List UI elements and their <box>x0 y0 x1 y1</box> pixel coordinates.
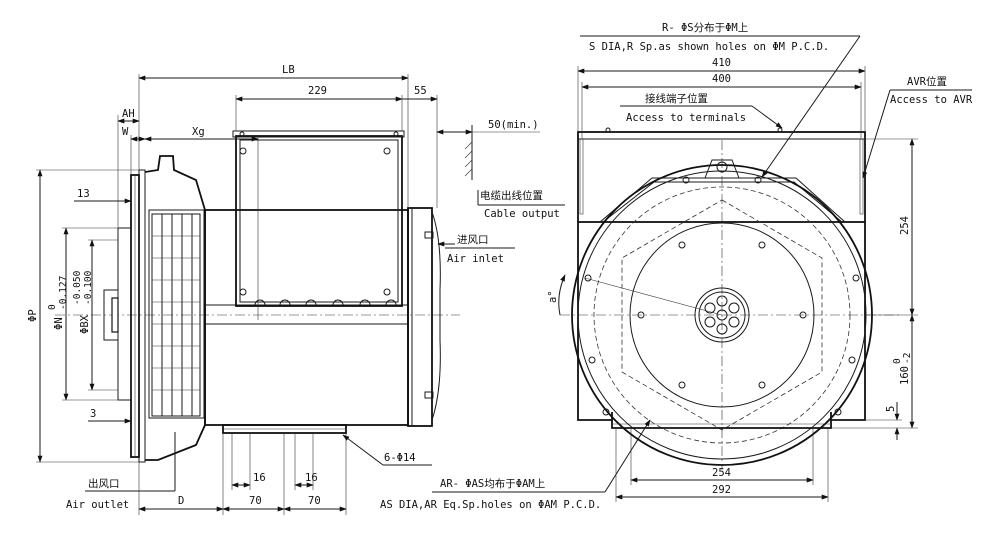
front-feet <box>611 420 832 429</box>
label-avr-cn: AVR位置 <box>907 75 947 88</box>
dim-d: D <box>178 495 184 507</box>
dim-254-horizontal: 254 <box>712 467 731 479</box>
label-air-outlet-en: Air outlet <box>66 499 129 511</box>
front-view: 410 400 R- ΦS分布于ΦM上 S DIA,R Sp.as shown … <box>380 22 973 511</box>
dim-lb: LB <box>282 64 295 76</box>
label-top-holes-cn: R- ΦS分布于ΦM上 <box>662 22 748 34</box>
label-bottom-holes-cn: AR- ΦAS均布于ΦAM上 <box>440 478 545 490</box>
dim-400: 400 <box>712 73 731 85</box>
dim-410: 410 <box>712 57 731 69</box>
label-avr-en: Access to AVR <box>890 94 973 106</box>
air-outlet-grille <box>151 213 201 417</box>
terminal-box <box>232 130 405 307</box>
fan-housing <box>144 155 206 461</box>
dim-phi-p: ΦP <box>27 309 39 322</box>
label-terminals-en: Access to terminals <box>626 112 746 124</box>
dim-phi-bx-tol-dn: -0.100 <box>83 270 94 305</box>
front-bolts <box>584 127 860 416</box>
dim-5: 5 <box>885 406 897 412</box>
dim-16-b: 16 <box>305 472 318 484</box>
label-cable-output-cn: 电缆出线位置 <box>480 189 543 202</box>
dim-160: 160 <box>899 366 911 385</box>
label-terminals-cn: 接线端子位置 <box>645 92 708 105</box>
dim-6-holes: 6-Φ14 <box>384 452 416 464</box>
dim-phi-bx-tol-up: -0.050 <box>72 270 83 305</box>
dim-16-a: 16 <box>253 472 266 484</box>
dim-160-tol-dn: -2 <box>902 353 913 364</box>
dim-phi-n-tol-up: 0 <box>47 304 58 310</box>
dim-160-tol-up: 0 <box>892 358 903 364</box>
dim-292: 292 <box>712 484 731 496</box>
dim-50-min: 50(min.) <box>488 119 539 131</box>
front-body <box>577 131 866 421</box>
dim-55: 55 <box>414 85 427 97</box>
label-cable-output-en: Cable output <box>484 208 560 220</box>
label-air-inlet-en: Air inlet <box>447 253 504 265</box>
dim-phi-n-tol-dn: -0.127 <box>58 276 69 310</box>
dim-3: 3 <box>90 408 96 420</box>
dim-phi-n: ΦN <box>53 317 65 330</box>
dim-w: W <box>122 126 129 138</box>
label-top-holes-en: S DIA,R Sp.as shown holes on ΦM P.C.D. <box>589 41 829 53</box>
dim-254-vertical: 254 <box>899 216 911 235</box>
dim-13: 13 <box>77 188 90 200</box>
dim-229: 229 <box>308 85 327 97</box>
front-hexagon <box>621 199 823 431</box>
dim-70-a: 70 <box>249 495 262 507</box>
dim-xg: Xg <box>192 126 205 138</box>
label-bottom-holes-en: AS DIA,AR Eq.Sp.holes on ΦAM P.C.D. <box>380 499 601 511</box>
label-air-outlet-cn: 出风口 <box>88 477 120 490</box>
end-bracket <box>407 207 441 427</box>
dim-angle: a° <box>547 290 559 303</box>
label-air-inlet-cn: 进风口 <box>457 234 489 246</box>
dim-70-b: 70 <box>308 495 321 507</box>
mounting-feet <box>222 424 347 434</box>
mounting-flange <box>103 169 146 463</box>
dim-phi-bx: ΦBX <box>79 314 91 334</box>
dim-ah: AH <box>122 108 135 120</box>
lifting-lug <box>704 159 740 179</box>
side-view: LB 229 55 AH W Xg 50(min.) 13 3 <box>27 64 565 515</box>
